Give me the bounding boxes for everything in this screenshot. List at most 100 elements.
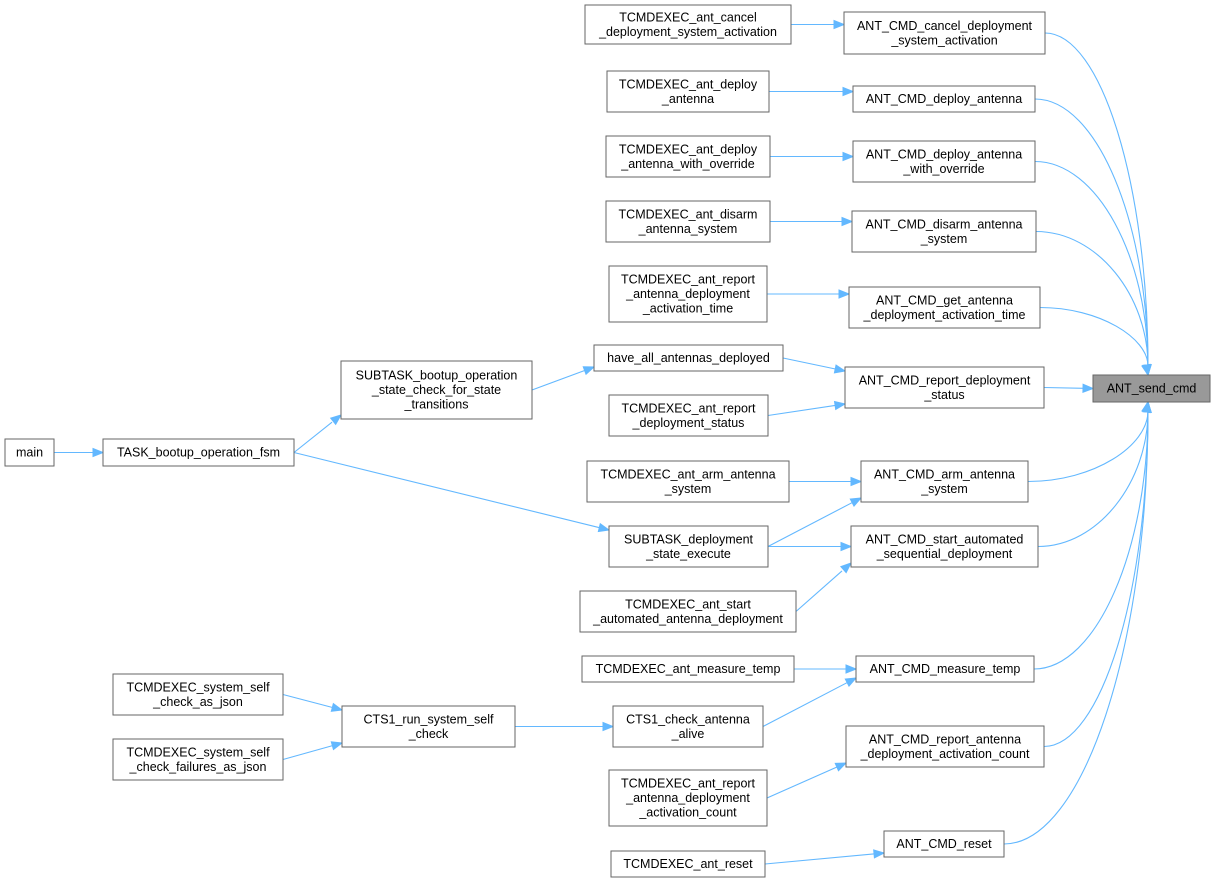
node-cmd-get-time[interactable]: ANT_CMD_get_antenna_deployment_activatio… <box>848 286 1041 329</box>
node-label-line: _antenna_deployment <box>625 287 750 301</box>
node-cmd-start-auto[interactable]: ANT_CMD_start_automated_sequential_deplo… <box>850 525 1039 568</box>
node-label-line: _antenna <box>661 92 714 106</box>
node-box <box>608 525 769 568</box>
node-label-line: TCMDEXEC_system_self <box>126 680 270 694</box>
node-tc-self-json[interactable]: TCMDEXEC_system_self_check_as_json <box>112 673 284 716</box>
node-tc-report-count[interactable]: TCMDEXEC_ant_report_antenna_deployment_a… <box>608 769 768 827</box>
arrowhead-subtask_deploy-to-cmd_start_auto <box>840 541 853 552</box>
node-label-line: TCMDEXEC_ant_report <box>621 777 756 791</box>
nodes-layer: ANT_send_cmdANT_CMD_cancel_deployment_sy… <box>4 4 1211 878</box>
edge-tc_report_status-to-cmd_report_status <box>767 404 837 417</box>
node-label-line: _deployment_activation_time <box>863 308 1026 322</box>
edge-cmd_deploy_ovr-to-ant_send_cmd <box>1034 160 1149 367</box>
node-cmd-deploy[interactable]: ANT_CMD_deploy_antenna <box>852 85 1036 113</box>
node-box <box>112 738 284 781</box>
arrowhead-tc_deploy_ovr-to-cmd_deploy_ovr <box>842 151 855 162</box>
node-tc-measure[interactable]: TCMDEXEC_ant_measure_temp <box>581 655 795 683</box>
node-box <box>852 140 1036 183</box>
node-box <box>579 590 797 633</box>
edge-tc_reset-to-cmd_reset <box>764 853 876 865</box>
node-cmd-report-status[interactable]: ANT_CMD_report_deployment_status <box>844 366 1045 409</box>
node-label-line: _deployment_activation_count <box>860 747 1030 761</box>
arrowhead-tc_start_auto-to-cmd_start_auto <box>839 562 853 574</box>
node-label-line: _antenna_with_override <box>620 157 754 171</box>
edge-tc_start_auto-to-cmd_start_auto <box>795 570 843 612</box>
arrowhead-tc_disarm-to-cmd_disarm <box>841 216 854 227</box>
node-cmd-measure[interactable]: ANT_CMD_measure_temp <box>855 655 1035 683</box>
arrowhead-subtask_bootup-to-have_all <box>582 366 596 376</box>
node-label-line: _status <box>923 388 964 402</box>
node-box <box>112 673 284 716</box>
node-label-line: CTS1_check_antenna <box>626 712 750 726</box>
node-tc-deploy[interactable]: TCMDEXEC_ant_deploy_antenna <box>606 70 770 113</box>
arrowhead-task_bootup-to-subtask_bootup <box>329 414 343 426</box>
node-box <box>584 4 792 45</box>
edge-cmd_get_time-to-ant_send_cmd <box>1039 306 1149 367</box>
node-label-line: _state_check_for_state <box>371 383 501 397</box>
arrowhead-subtask_deploy-to-cmd_arm <box>849 497 863 508</box>
node-label-line: TCMDEXEC_ant_disarm <box>619 207 758 221</box>
node-box <box>608 769 768 827</box>
arrowhead-tc_reset-to-cmd_reset <box>873 849 886 859</box>
arrowhead-tc_report_time-to-cmd_get_time <box>838 289 851 299</box>
node-cts1-run[interactable]: CTS1_run_system_self_check <box>341 705 516 748</box>
node-subtask-deploy[interactable]: SUBTASK_deployment_state_execute <box>608 525 769 568</box>
node-label-line: TCMDEXEC_ant_reset <box>623 857 753 871</box>
node-cmd-arm[interactable]: ANT_CMD_arm_antenna_system <box>860 460 1029 503</box>
node-label-line: TCMDEXEC_ant_start <box>625 597 751 611</box>
node-label-line: _check <box>408 727 449 741</box>
node-label-line: ANT_CMD_start_automated <box>866 532 1024 546</box>
arrowhead-task_bootup-to-subtask_deploy <box>597 522 611 533</box>
node-cmd-disarm[interactable]: ANT_CMD_disarm_antenna_system <box>851 210 1037 253</box>
node-box <box>860 460 1029 503</box>
node-label-line: SUBTASK_bootup_operation <box>356 369 518 383</box>
node-box <box>850 525 1039 568</box>
edge-cmd_report_status-to-ant_send_cmd <box>1043 386 1085 389</box>
arrowhead-cts1_check-to-cmd_measure <box>844 677 858 688</box>
node-box <box>605 200 771 243</box>
node-box <box>851 210 1037 253</box>
node-tc-reset[interactable]: TCMDEXEC_ant_reset <box>610 850 766 878</box>
node-box <box>610 850 766 878</box>
node-label-line: TCMDEXEC_ant_report <box>621 273 756 287</box>
node-label-line: _activation_count <box>638 806 737 820</box>
node-box <box>883 830 1005 858</box>
node-tc-report-time[interactable]: TCMDEXEC_ant_report_antenna_deployment_a… <box>608 265 768 323</box>
node-label-line: TCMDEXEC_ant_measure_temp <box>596 662 781 676</box>
node-subtask-bootup[interactable]: SUBTASK_bootup_operation_state_check_for… <box>340 360 533 420</box>
node-label-line: _deployment_system_activation <box>598 25 777 39</box>
arrowhead-tc_self_fail-to-cts1_run <box>330 741 344 751</box>
node-box <box>586 460 790 503</box>
node-label-line: TASK_bootup_operation_fsm <box>117 446 280 460</box>
node-cmd-reset[interactable]: ANT_CMD_reset <box>883 830 1005 858</box>
node-main[interactable]: main <box>4 438 55 467</box>
node-task-bootup[interactable]: TASK_bootup_operation_fsm <box>102 438 295 467</box>
node-cmd-deploy-ovr[interactable]: ANT_CMD_deploy_antenna_with_override <box>852 140 1036 183</box>
node-tc-self-fail[interactable]: TCMDEXEC_system_self_check_failures_as_j… <box>112 738 284 781</box>
arrowhead-cmd_reset-to-ant_send_cmd <box>1142 400 1152 413</box>
node-tc-start-auto[interactable]: TCMDEXEC_ant_start_automated_antenna_dep… <box>579 590 797 633</box>
node-label-line: SUBTASK_deployment <box>624 532 754 546</box>
edge-cmd_reset-to-ant_send_cmd <box>1003 410 1149 845</box>
node-tc-deploy-ovr[interactable]: TCMDEXEC_ant_deploy_antenna_with_overrid… <box>605 135 771 178</box>
arrowhead-cts1_run-to-cts1_check <box>602 721 615 732</box>
node-label-line: _state_execute <box>645 547 731 561</box>
node-label-line: _alive <box>671 727 705 741</box>
node-label-line: TCMDEXEC_system_self <box>126 745 270 759</box>
node-box <box>606 70 770 113</box>
node-tc-report-status[interactable]: TCMDEXEC_ant_report_deployment_status <box>608 394 769 437</box>
node-cmd-report-count[interactable]: ANT_CMD_report_antenna_deployment_activa… <box>845 725 1045 768</box>
node-label-line: _sequential_deployment <box>876 547 1013 561</box>
node-tc-arm[interactable]: TCMDEXEC_ant_arm_antenna_system <box>586 460 790 503</box>
node-tc-disarm[interactable]: TCMDEXEC_ant_disarm_antenna_system <box>605 200 771 243</box>
node-ant-send-cmd[interactable]: ANT_send_cmd <box>1092 374 1211 403</box>
node-cmd-cancel[interactable]: ANT_CMD_cancel_deployment_system_activat… <box>843 11 1046 55</box>
arrowhead-tc_deploy-to-cmd_deploy <box>842 86 855 97</box>
edge-task_bootup-to-subtask_deploy <box>293 451 601 529</box>
node-label-line: _transitions <box>404 398 469 412</box>
node-tc-cancel[interactable]: TCMDEXEC_ant_cancel_deployment_system_ac… <box>584 4 792 45</box>
node-cts1-check[interactable]: CTS1_check_antenna_alive <box>612 705 764 748</box>
node-label-line: ANT_CMD_cancel_deployment <box>857 19 1033 33</box>
node-label-line: _system <box>920 482 968 496</box>
node-have-all[interactable]: have_all_antennas_deployed <box>593 344 784 372</box>
